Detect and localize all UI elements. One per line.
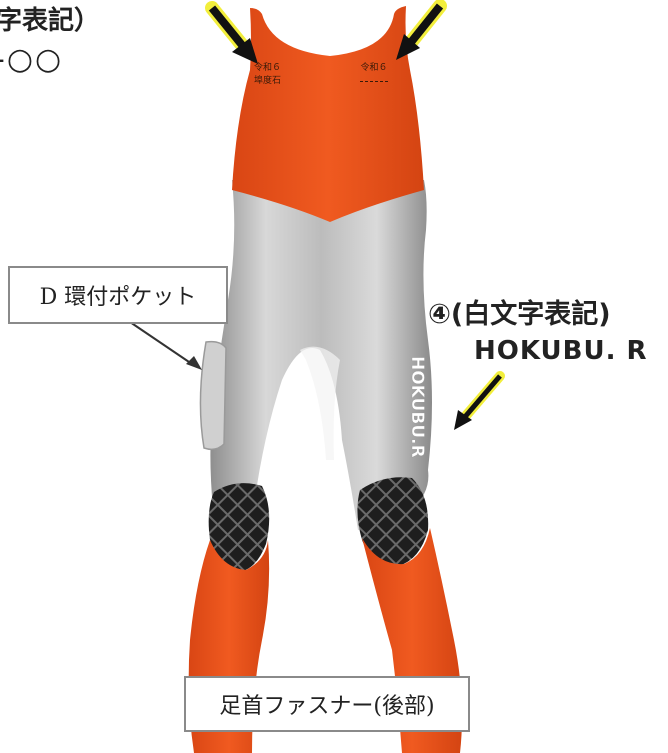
arrow-icon bbox=[396, 0, 447, 60]
pocket-label: D 環付ポケット bbox=[39, 285, 197, 310]
chest-print-left-line2: 埠度石 bbox=[254, 76, 282, 86]
chest-print-right-underline bbox=[360, 81, 388, 82]
leg-print-text: HOKUBU.R bbox=[407, 356, 427, 458]
pocket-label-box: D 環付ポケット bbox=[8, 266, 228, 324]
right-print-title: ④(白文字表記) bbox=[428, 299, 611, 330]
d-ring-pocket bbox=[199, 340, 227, 451]
left-knee-pad bbox=[208, 483, 270, 572]
chest-print-right: 令和６ bbox=[360, 62, 388, 82]
right-knee-pad bbox=[357, 477, 429, 566]
arrow-icon bbox=[454, 371, 505, 430]
chest-print-left: 令和６ 埠度石 bbox=[254, 62, 281, 88]
arrow-icon bbox=[205, 1, 258, 64]
top-left-title-fragment: 字表記） bbox=[0, 6, 101, 36]
ankle-zipper-label: 足首ファスナー(後部) bbox=[219, 694, 435, 719]
leg-print-hokubu: HOKUBU.R bbox=[407, 356, 427, 458]
pointer-line-icon bbox=[129, 321, 202, 370]
orange-top-panel bbox=[232, 6, 424, 222]
chest-print-right-line1: 令和６ bbox=[360, 63, 388, 73]
top-left-code-fragment: -○○ bbox=[0, 42, 64, 77]
crotch-shadow bbox=[300, 346, 340, 460]
chest-print-left-line1: 令和６ bbox=[254, 63, 282, 73]
right-print-name: HOKUBU. R bbox=[474, 336, 648, 366]
silver-body-panel bbox=[210, 180, 432, 530]
ankle-zipper-label-box: 足首ファスナー(後部) bbox=[184, 676, 470, 732]
